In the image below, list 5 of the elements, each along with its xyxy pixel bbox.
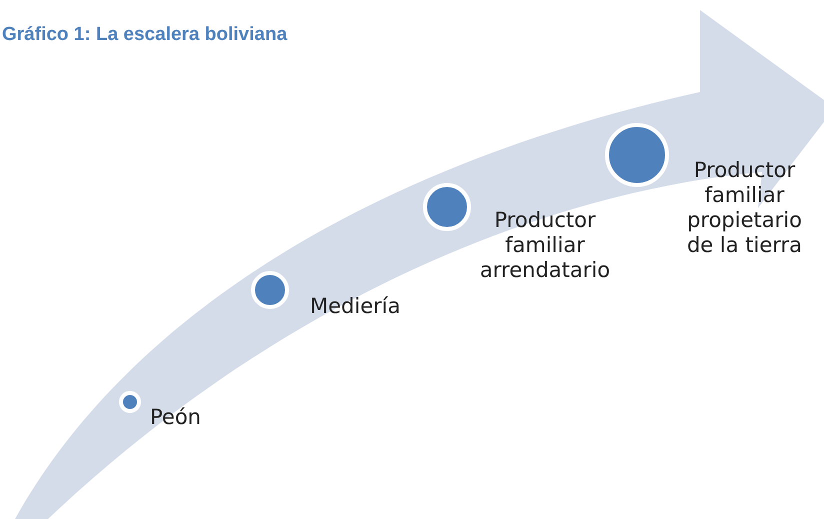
step-label: Peón (150, 405, 202, 430)
step-label: Productor familiar arrendatario (478, 208, 612, 283)
step-label: Productor familiar propietario de la tierra (686, 158, 804, 258)
step-label: Mediería (310, 294, 402, 319)
title: Gráfico 1: La escalera boliviana (2, 24, 288, 46)
